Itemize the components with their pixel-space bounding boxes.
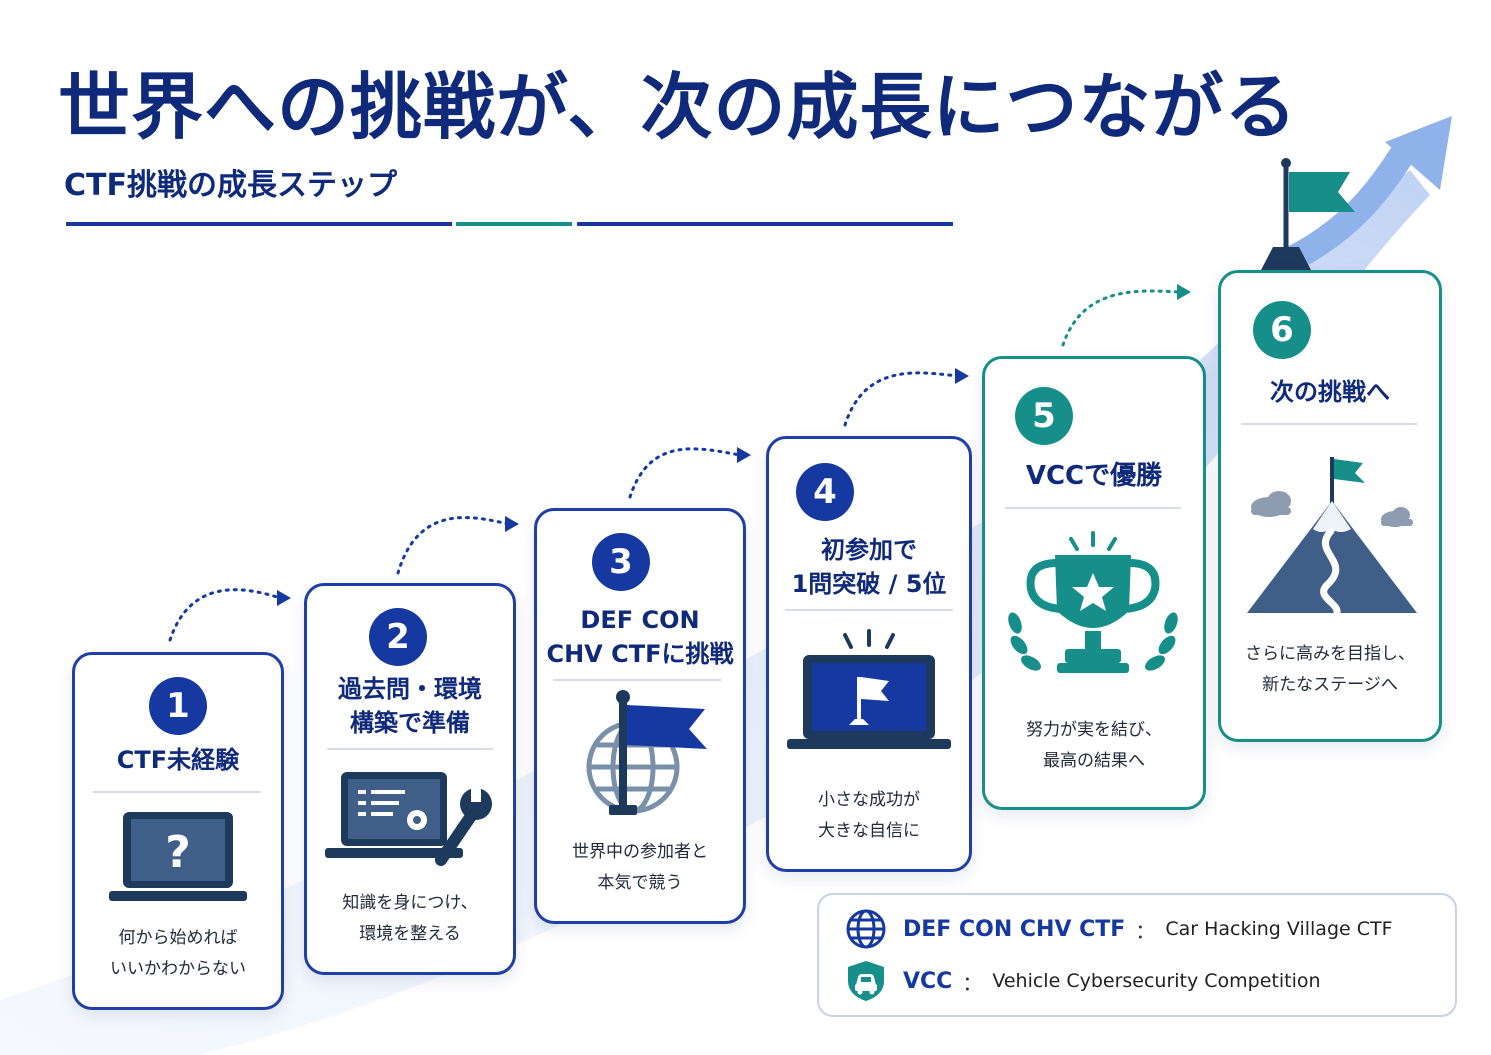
legend-colon: ：	[1135, 918, 1156, 943]
step-description-line-1: 知識を身につけ、	[342, 893, 478, 913]
laptop-wrench-icon	[325, 772, 492, 866]
step-card-4: 4 初参加で 1問突破 / 5位 小さな成功が 大きな自信に	[766, 436, 972, 872]
step-title: 過去問・環境 構築で準備	[307, 672, 513, 740]
car-shield-icon	[848, 961, 884, 1001]
step-description-line-1: さらに高みを目指し、	[1245, 644, 1415, 664]
step-description: 世界中の参加者と 本気で競う	[537, 837, 743, 899]
step-description-line-2: 大きな自信に	[818, 821, 920, 841]
step-title: CTF未経験	[116, 746, 240, 774]
step-card-1: 1 CTF未経験 ? 何から始めれば いいかわからない	[72, 652, 284, 1010]
legend-box: DEF CON CHV CTF ： Car Hacking Village CT…	[817, 893, 1457, 1017]
connector-3-4	[628, 447, 742, 499]
title-rule-left	[66, 222, 452, 226]
step-number-badge: 1	[149, 677, 207, 735]
step-title: 次の挑戦へ	[1270, 378, 1390, 406]
step-number-badge: 6	[1253, 301, 1311, 359]
step-description-line-2: 最高の結果へ	[1043, 751, 1145, 771]
step-description: 努力が実を結び、 最高の結果へ	[985, 715, 1203, 777]
step-description-line-1: 努力が実を結び、	[1026, 720, 1162, 740]
step-description-line-2: いいかわからない	[110, 959, 246, 979]
connector-1-2	[168, 588, 282, 642]
step-divider	[785, 609, 953, 611]
page-subtitle: CTF挑戦の成長ステップ	[64, 168, 397, 203]
summit-flag-icon	[1260, 158, 1355, 272]
step-card-5: 5 VCCで優勝 努力が実を結び、 最高の結果へ	[982, 356, 1206, 810]
step-divider	[553, 679, 721, 681]
step-divider	[327, 748, 493, 750]
step-number-badge: 4	[796, 463, 854, 521]
legend-colon: ：	[962, 970, 983, 995]
step-title: VCCで優勝	[1025, 461, 1163, 491]
legend-description: Vehicle Cybersecurity Competition	[992, 970, 1321, 992]
step-card-6: 6 次の挑戦へ さらに高みを目指し、 新たなステージへ	[1218, 270, 1442, 742]
laptop-question-icon: ?	[109, 812, 247, 901]
growth-arrow-head	[1385, 116, 1452, 190]
legend-item-vcc: VCC ： Vehicle Cybersecurity Competition	[845, 959, 1321, 1003]
step-description: 知識を身につけ、 環境を整える	[307, 888, 513, 950]
step-number-badge: 2	[369, 608, 427, 666]
trophy-icon	[1008, 531, 1178, 673]
step-card-2: 2 過去問・環境 構築で準備 知識を身につけ、 環境を整える	[304, 583, 516, 975]
step-description-line-1: 世界中の参加者と	[572, 842, 708, 862]
step-title: DEF CON CHV CTFに挑戦	[537, 603, 743, 671]
title-rule-middle	[456, 222, 572, 226]
connector-4-5	[843, 371, 960, 427]
page-title: 世界への挑戦が、次の成長につながる	[58, 65, 1298, 149]
growth-arrow	[1277, 137, 1418, 273]
legend-name: DEF CON CHV CTF	[903, 916, 1126, 942]
step-description: さらに高みを目指し、 新たなステージへ	[1221, 639, 1439, 701]
step-description: 小さな成功が 大きな自信に	[769, 785, 969, 847]
step-title-line-1: DEF CON	[580, 606, 700, 634]
svg-text:?: ?	[165, 827, 191, 878]
connector-2-3	[396, 516, 510, 575]
legend-description: Car Hacking Village CTF	[1165, 918, 1393, 940]
title-rule-right	[577, 222, 953, 226]
step-title-line-1: 初参加で	[821, 536, 917, 564]
step-description-line-2: 本気で競う	[597, 873, 683, 893]
legend-name: VCC	[903, 968, 953, 994]
step-number-badge: 5	[1015, 387, 1073, 445]
connector-5-6	[1061, 289, 1182, 347]
step-title-line-1: 過去問・環境	[338, 675, 482, 703]
step-description-line-1: 何から始めれば	[118, 928, 238, 948]
step-description: 何から始めれば いいかわからない	[75, 923, 281, 985]
cloud-icon	[1251, 491, 1413, 527]
step-title-line-2: CHV CTFに挑戦	[546, 640, 734, 668]
step-title: 初参加で 1問突破 / 5位	[769, 533, 969, 601]
mountain-flag-icon	[1247, 457, 1417, 617]
globe-flag-icon	[586, 690, 707, 815]
globe-icon	[846, 909, 886, 949]
step-description-line-2: 新たなステージへ	[1262, 675, 1398, 695]
step-description-line-1: 小さな成功が	[818, 790, 920, 810]
step-number-badge: 3	[592, 533, 650, 591]
laptop-flag-icon	[787, 629, 951, 749]
step-divider	[1005, 507, 1181, 509]
step-divider	[93, 791, 261, 793]
step-card-3: 3 DEF CON CHV CTFに挑戦 世界中の参加者と 本気で競う	[534, 508, 746, 924]
legend-item-def-con: DEF CON CHV CTF ： Car Hacking Village CT…	[845, 907, 1393, 951]
step-divider	[1241, 423, 1417, 425]
step-description-line-2: 環境を整える	[359, 924, 461, 944]
step-title-line-2: 構築で準備	[350, 709, 470, 737]
step-title-line-2: 1問突破 / 5位	[791, 570, 947, 598]
